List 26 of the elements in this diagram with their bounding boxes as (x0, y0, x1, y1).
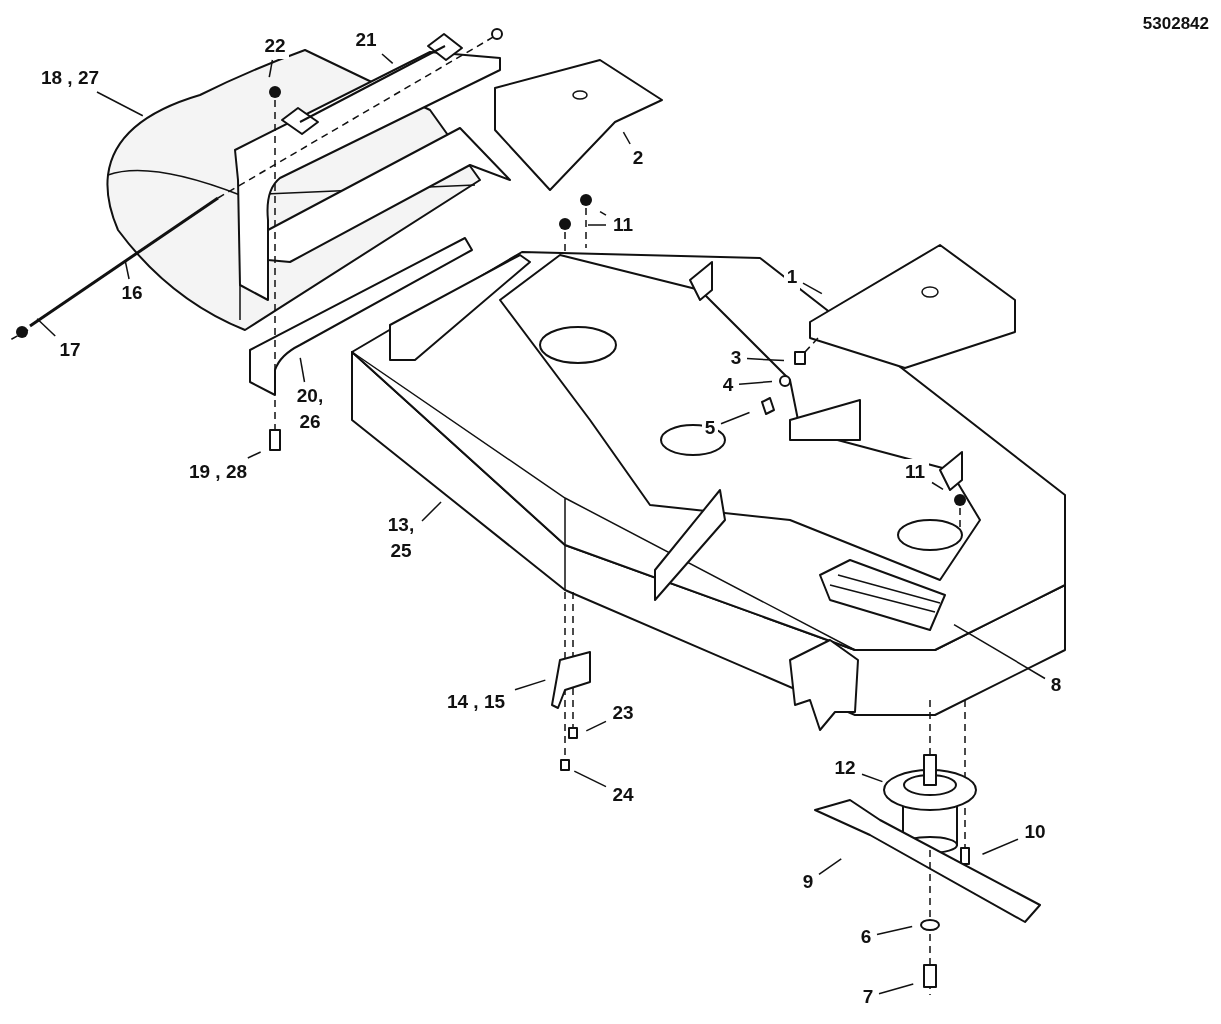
leader-line (746, 357, 785, 362)
leader-line (876, 925, 913, 936)
leader-line (818, 858, 842, 876)
leader-line (573, 770, 607, 788)
leader-line (36, 318, 56, 337)
diagram-number: 5302842 (1142, 14, 1209, 34)
leader-line (96, 91, 144, 117)
leader-line (878, 983, 914, 995)
leader-line (720, 411, 751, 425)
leader-line (514, 679, 547, 691)
leader-line (738, 380, 773, 385)
leader-line (953, 623, 1046, 680)
leader-line (381, 53, 394, 65)
leader-line (981, 838, 1019, 855)
leader-line (585, 720, 607, 732)
leader-line (421, 501, 442, 522)
leader-line (124, 261, 130, 280)
leader-line (247, 451, 262, 459)
leader-line (268, 59, 274, 78)
leader-line (931, 481, 944, 491)
leader-line (802, 282, 823, 295)
leader-line (622, 131, 631, 145)
leader-line (599, 210, 607, 216)
leader-line (587, 224, 607, 226)
leader-line (861, 773, 884, 783)
leader-line (299, 357, 306, 383)
